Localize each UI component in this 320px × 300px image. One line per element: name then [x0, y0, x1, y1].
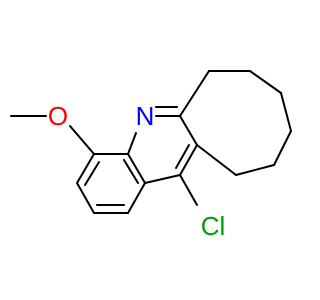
bond-benzene-3 [127, 182, 146, 214]
bond-ring7-4 [280, 92, 292, 132]
bond-benzene-double-1 [84, 161, 100, 186]
bond-pyridine-1 [127, 132, 137, 155]
bond-benzene-double-3 [123, 159, 139, 184]
bond-ring7-7 [196, 144, 237, 176]
atom-labels: O N Cl [48, 101, 225, 241]
bond-oxygen-aromatic [69, 125, 95, 155]
oxygen-atom-label: O [48, 101, 68, 131]
bond-ring7-5 [273, 130, 292, 166]
bond-benzene-2 [127, 153, 146, 184]
bonds [10, 70, 292, 214]
bond-pyridine-5 [144, 174, 181, 184]
bond-pyridine-4 [179, 144, 198, 176]
bond-benzene-6 [76, 153, 95, 184]
molecule-structure: O N Cl [10, 70, 292, 241]
bond-benzene-5 [76, 182, 95, 214]
bond-ring7-1 [179, 70, 210, 117]
bond-pyridine-3 [179, 115, 198, 146]
bond-ring7-3 [249, 70, 282, 94]
nitrogen-atom-label: N [136, 101, 155, 131]
bond-carbon-chlorine [179, 174, 198, 206]
chlorine-atom-label: Cl [201, 211, 226, 241]
bond-ring7-6 [235, 164, 275, 176]
bond-pyridine-double-2 [175, 144, 190, 169]
